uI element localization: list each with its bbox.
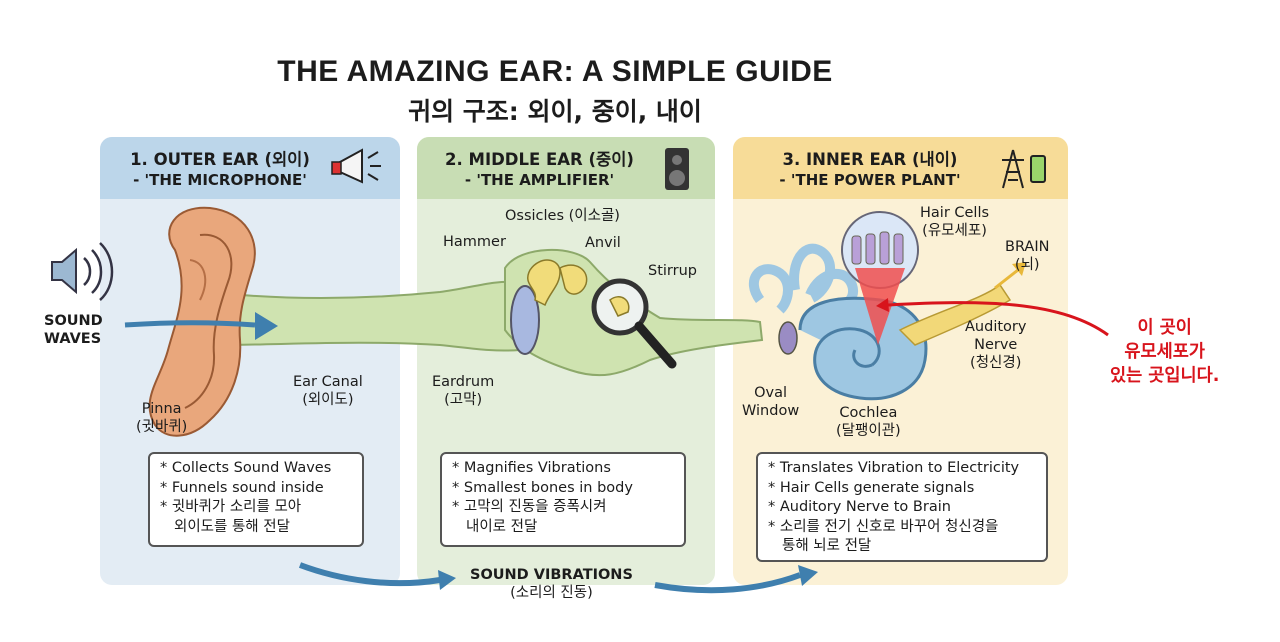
annotation-arrow [887, 301, 1109, 337]
hair-cells-label: Hair Cells(유모세포) [920, 205, 990, 239]
eardrum-label: Eardrum(고막) [432, 374, 495, 408]
ear-canal-label: Ear Canal(외이도) [293, 374, 363, 408]
speaker-box-icon [665, 148, 689, 190]
stirrup-label: Stirrup [648, 263, 697, 279]
anvil-bone [559, 264, 588, 295]
power-tower-icon [1002, 149, 1046, 189]
eardrum-shape [510, 285, 540, 355]
inner-ear-heading: 3. INNER EAR (내이)- 'THE POWER PLANT' [779, 150, 961, 189]
inner-ear-facts: * Translates Vibration to Electricity* H… [756, 452, 1048, 562]
middle-ear-facts: * Magnifies Vibrations* Smallest bones i… [440, 452, 686, 547]
outer-ear-facts: * Collects Sound Waves* Funnels sound in… [148, 452, 364, 547]
cochlea-label: Cochlea(달팽이관) [836, 405, 901, 439]
speaker-sound-icon [51, 242, 114, 301]
auditory-nerve [898, 283, 1012, 346]
anvil-label: Anvil [585, 235, 621, 251]
magnifier-icon [591, 278, 677, 369]
sound-vibrations-label: SOUND VIBRATIONS(소리의 진동) [470, 567, 633, 601]
ossicles-label: Ossicles (이소골) [505, 208, 620, 224]
hammer-label: Hammer [443, 234, 506, 250]
page-subtitle: 귀의 구조: 외이, 중이, 내이 [408, 97, 702, 126]
sound-wave-arrow [124, 320, 256, 328]
middle-ear-heading: 2. MIDDLE EAR (중이)- 'THE AMPLIFIER' [445, 150, 634, 189]
megaphone-icon [331, 148, 381, 184]
brain-label: BRAIN(뇌) [1005, 239, 1050, 273]
page-title: THE AMAZING EAR: A SIMPLE GUIDE [277, 55, 833, 88]
outer-ear-heading: 1. OUTER EAR (외이)- 'THE MICROPHONE' [130, 150, 310, 189]
cochlea-shape [798, 296, 928, 401]
pinna-label: Pinna(귓바퀴) [136, 401, 188, 435]
hammer-bone [527, 259, 561, 307]
oval-window-shape [778, 321, 798, 355]
flow-arrow-right [654, 572, 802, 594]
flow-arrow-left [298, 562, 441, 587]
